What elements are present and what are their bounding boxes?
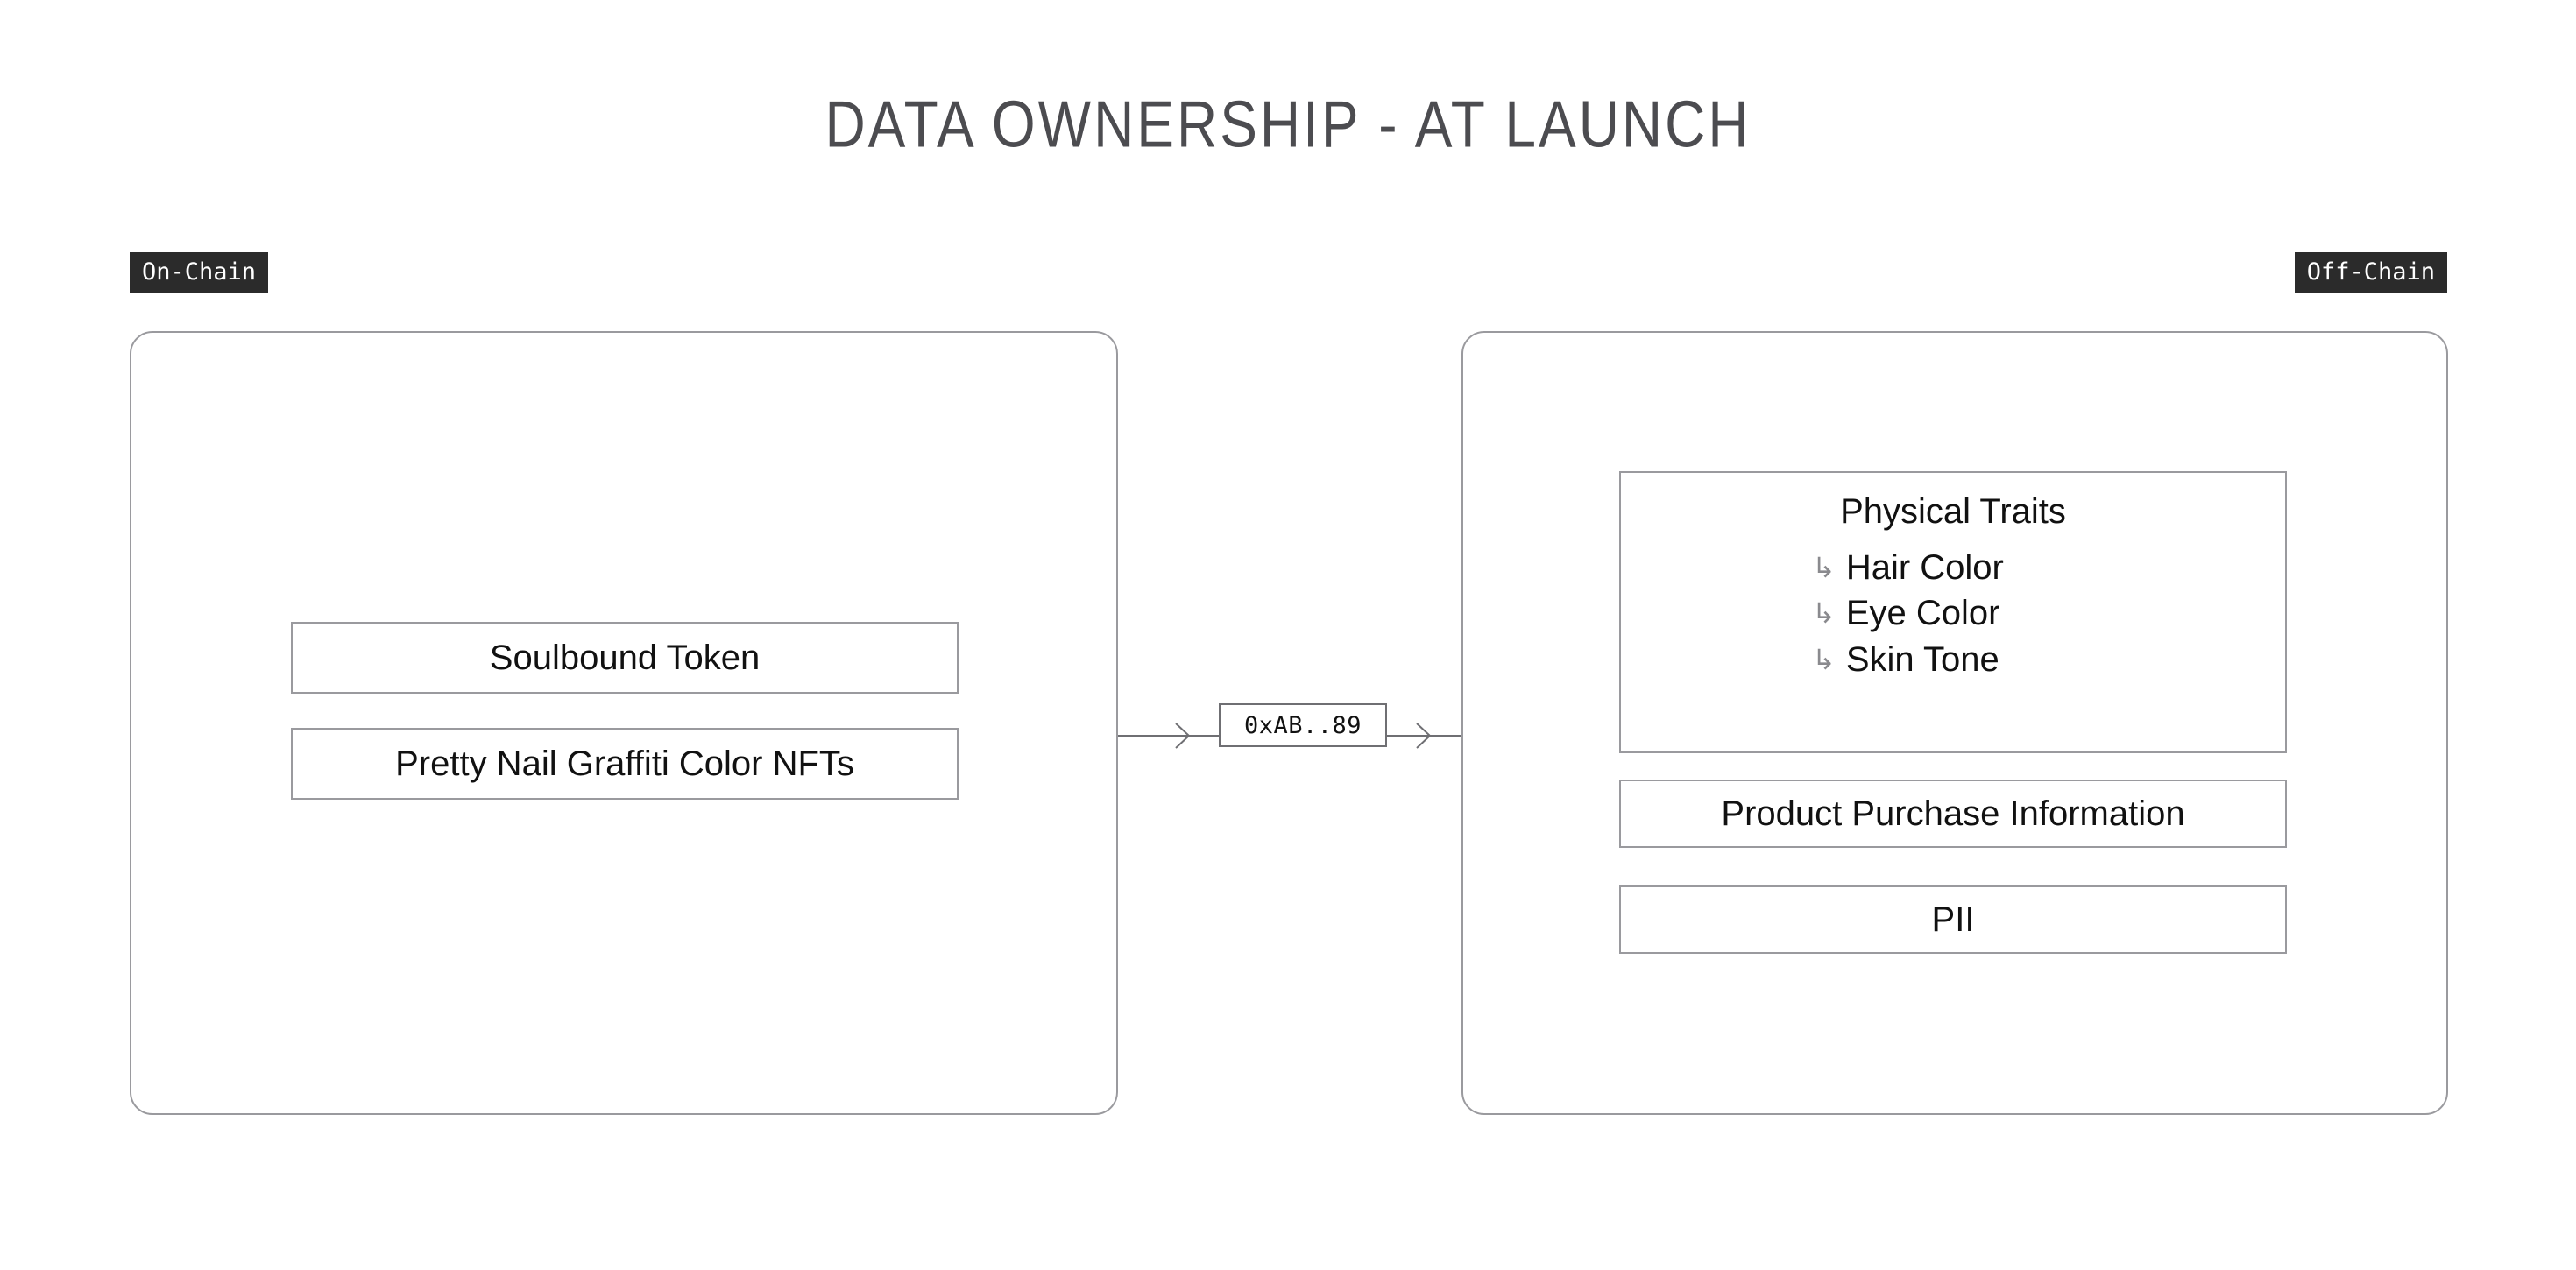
corner-arrow-icon: ↳ (1812, 642, 1836, 676)
trait-label-eye-color: Eye Color (1845, 594, 2000, 633)
corner-arrow-icon: ↳ (1812, 596, 1836, 631)
connector-label-wallet-address[interactable]: 0xAB..89 (1219, 703, 1387, 747)
zone-on-chain-container (130, 331, 1118, 1115)
page-title: DATA OWNERSHIP - AT LAUNCH (824, 87, 1752, 162)
item-box-product-purchase-information[interactable]: Product Purchase Information (1619, 780, 2287, 848)
physical-traits-list: ↳ Hair Color ↳ Eye Color ↳ Skin Tone (1621, 547, 2285, 680)
badge-on-chain: On-Chain (130, 252, 269, 293)
connector-arrow (1118, 723, 1461, 749)
corner-arrow-icon: ↳ (1812, 551, 1836, 584)
item-box-pii[interactable]: PII (1619, 885, 2287, 954)
physical-traits-heading: Physical Traits (1840, 492, 2066, 531)
trait-label-hair-color: Hair Color (1845, 548, 2004, 587)
list-item: ↳ Hair Color (1812, 547, 2285, 588)
item-box-soulbound-token[interactable]: Soulbound Token (291, 622, 959, 694)
item-box-nft-collection[interactable]: Pretty Nail Graffiti Color NFTs (291, 728, 959, 800)
trait-label-skin-tone: Skin Tone (1845, 639, 1999, 679)
item-box-physical-traits[interactable]: Physical Traits ↳ Hair Color ↳ Eye Color… (1619, 471, 2287, 753)
list-item: ↳ Eye Color (1812, 593, 2285, 633)
list-item: ↳ Skin Tone (1812, 639, 2285, 680)
badge-off-chain: Off-Chain (2294, 252, 2447, 293)
